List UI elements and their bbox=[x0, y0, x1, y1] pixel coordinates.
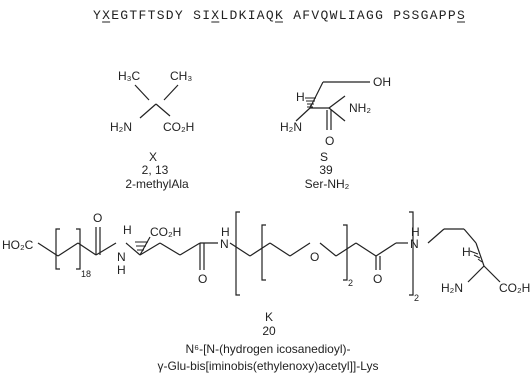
sequence-residue: G bbox=[375, 8, 383, 23]
sequence-residue: A bbox=[430, 8, 438, 23]
lys-name-line1: N⁶-[N-(hydrogen icosanedioyl)- bbox=[186, 342, 351, 356]
sernh2-position: 39 bbox=[319, 163, 333, 177]
sequence-residue: A bbox=[293, 8, 301, 23]
sequence-residue: P bbox=[439, 8, 447, 23]
sequence-residue: K bbox=[239, 8, 247, 23]
lys-amine: H₂N bbox=[441, 281, 463, 295]
sernh2-name: Ser-NH₂ bbox=[305, 177, 350, 191]
sequence-residue: I bbox=[202, 8, 210, 23]
aib-methyl-left: H₃C bbox=[118, 69, 141, 83]
sequence-residue: S bbox=[412, 8, 420, 23]
lys-nh3-h: H bbox=[411, 225, 420, 239]
aib-positions: 2, 13 bbox=[142, 163, 169, 177]
sequence-residue: G bbox=[120, 8, 128, 23]
sequence-residue: V bbox=[311, 8, 319, 23]
sequence-residue: F bbox=[302, 8, 310, 23]
lys-nh2-h: H bbox=[221, 225, 230, 239]
sernh2-amide-n: NH₂ bbox=[349, 101, 371, 115]
sequence-residue: E bbox=[111, 8, 119, 23]
sequence-residue: G bbox=[366, 8, 374, 23]
sequence-residue: X bbox=[102, 8, 110, 23]
sequence-residue: I bbox=[248, 8, 256, 23]
aib-methyl-right: CH₃ bbox=[170, 69, 192, 83]
lys-symbol: K bbox=[265, 310, 273, 324]
lys-acid-left: HO₂C bbox=[2, 238, 34, 252]
lys-subscript-18: 18 bbox=[81, 269, 91, 279]
lys-alpha-h: H bbox=[123, 223, 132, 237]
lys-carbonyl-o1: O bbox=[93, 211, 102, 225]
aib-acid: CO₂H bbox=[163, 120, 194, 134]
lys-glu-acid: CO₂H bbox=[150, 225, 181, 239]
sequence-residue: L bbox=[220, 8, 228, 23]
sequence-residue: L bbox=[339, 8, 347, 23]
lys-nh2-n: N bbox=[220, 237, 229, 251]
sequence-residue: A bbox=[357, 8, 365, 23]
sequence-residue: S bbox=[402, 8, 410, 23]
sequence-residue: S bbox=[157, 8, 165, 23]
sequence-residue: P bbox=[448, 8, 456, 23]
sequence-residue: A bbox=[257, 8, 265, 23]
sequence-residue: F bbox=[139, 8, 147, 23]
aib-symbol: X bbox=[149, 150, 157, 164]
aib-name: 2-methylAla bbox=[125, 177, 189, 191]
lys-acid: CO₂H bbox=[499, 281, 530, 295]
sequence-residue: Q bbox=[321, 8, 329, 23]
sequence-residue: Y bbox=[175, 8, 183, 23]
lys-carbonyl-o3: O bbox=[373, 272, 382, 286]
sequence-residue: G bbox=[421, 8, 429, 23]
aib-amine: H₂N bbox=[110, 120, 132, 134]
sequence-residue: I bbox=[348, 8, 356, 23]
sequence-residue: P bbox=[393, 8, 401, 23]
sequence-residue: W bbox=[330, 8, 338, 23]
sequence-residue: D bbox=[166, 8, 174, 23]
sernh2-hydroxyl: OH bbox=[373, 75, 391, 89]
lys-ether-o: O bbox=[310, 250, 319, 264]
lys-subscript-2a: 2 bbox=[348, 278, 353, 288]
sequence-residue: X bbox=[211, 8, 219, 23]
sequence-residue: Y bbox=[93, 8, 101, 23]
sernh2-structure bbox=[295, 81, 370, 130]
lys-subscript-2b: 2 bbox=[414, 293, 419, 303]
lys-nh3-n: N bbox=[410, 237, 419, 251]
sequence-residue: T bbox=[148, 8, 156, 23]
lys-nh1-n: N bbox=[117, 250, 126, 264]
sequence-residue: Q bbox=[266, 8, 274, 23]
aib-structure bbox=[134, 84, 179, 119]
sernh2-hydrogen: H bbox=[296, 90, 305, 104]
sequence-residue: T bbox=[129, 8, 137, 23]
lys-carbonyl-o2: O bbox=[198, 272, 207, 286]
lys-alpha-h2: H bbox=[462, 245, 471, 259]
sernh2-symbol: S bbox=[320, 150, 328, 164]
lys-nh1-h: H bbox=[117, 263, 126, 277]
sequence-residue: S bbox=[193, 8, 201, 23]
lys-stereo-hash bbox=[135, 241, 483, 263]
sequence-residue: D bbox=[230, 8, 238, 23]
sequence-residue: S bbox=[457, 8, 465, 23]
lys-position: 20 bbox=[262, 324, 276, 338]
sernh2-carbonyl-o: O bbox=[325, 134, 334, 148]
sernh2-amine: H₂N bbox=[280, 120, 302, 134]
sequence-residue: K bbox=[275, 8, 283, 23]
lys-chain bbox=[37, 211, 501, 296]
lys-name-line2: γ-Glu-bis[iminobis(ethylenoxy)acetyl]]-L… bbox=[158, 359, 379, 373]
